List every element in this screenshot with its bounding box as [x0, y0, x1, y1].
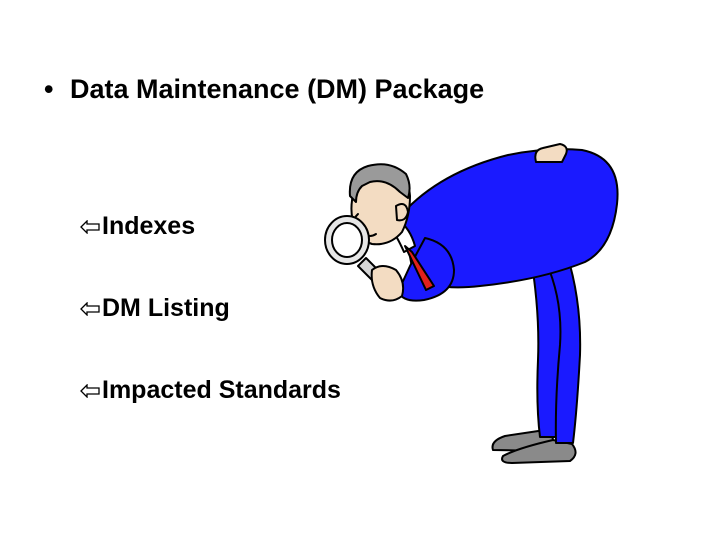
sub-item-label: DM Listing [102, 294, 230, 322]
main-heading: Data Maintenance (DM) Package [70, 74, 485, 104]
hair [348, 163, 411, 203]
hollow-left-right-arrow-icon [80, 301, 100, 316]
sub-item-impacted-standards: Impacted Standards [80, 376, 341, 405]
magnifier-lens [331, 222, 363, 258]
hollow-left-right-arrow-icon [80, 219, 100, 234]
main-bullet: • Data Maintenance (DM) Package [44, 74, 484, 105]
sub-item-indexes: Indexes [80, 212, 195, 241]
sub-item-label: Indexes [102, 212, 196, 240]
tie [404, 245, 435, 291]
bullet-dot: • [44, 74, 54, 104]
arm [397, 237, 455, 302]
front-shoe [501, 439, 577, 464]
man-with-magnifying-glass-illustration [324, 143, 619, 464]
ear [395, 203, 409, 222]
sub-item-dm-listing: DM Listing [80, 294, 230, 323]
back-hand [534, 143, 568, 163]
torso [401, 148, 619, 289]
front-leg [545, 234, 582, 444]
sub-item-label: Impacted Standards [102, 376, 341, 404]
hollow-left-right-arrow-icon [80, 383, 100, 398]
gripping-hand [370, 265, 405, 302]
